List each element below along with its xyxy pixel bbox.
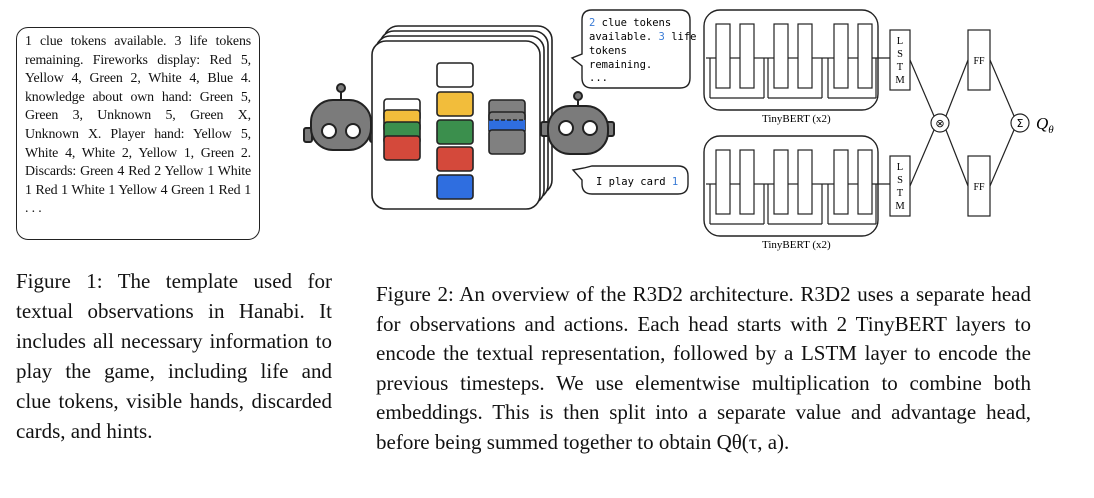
robot-left-icon <box>303 83 379 151</box>
figure1-caption: Figure 1: The template used for textual … <box>16 269 332 443</box>
tinybert-block-observation <box>703 9 890 111</box>
svg-text:T: T <box>897 62 904 73</box>
svg-text:L: L <box>897 36 903 47</box>
svg-text:Σ: Σ <box>1017 117 1024 130</box>
svg-text:M: M <box>895 75 905 86</box>
speech-bubble-action: I play card 1 <box>571 165 689 195</box>
fireworks-cards <box>436 62 474 200</box>
ff-block-value: FF <box>967 29 991 91</box>
observation-template-box: 1 clue tokens available. 3 life tokens r… <box>16 27 260 240</box>
observation-text: 1 clue tokens available. 3 life tokens r… <box>25 34 251 217</box>
sum-node: Σ <box>1010 113 1030 133</box>
speech-bottom-text: I play card 1 <box>596 176 678 188</box>
svg-text:L: L <box>897 162 903 173</box>
speech-bubble-observation: 2 clue tokens available. 3 life tokens r… <box>570 9 696 89</box>
svg-text:FF: FF <box>973 56 985 67</box>
q-theta-label: Qθ <box>1036 114 1054 136</box>
lstm-block-bottom: L S T M <box>889 155 911 217</box>
robot-right-icon <box>540 91 615 155</box>
r3d2-architecture-diagram: 2 clue tokens available. 3 life tokens r… <box>303 9 1054 251</box>
speech-top-line1: 2 clue tokens <box>589 17 671 29</box>
svg-text:FF: FF <box>973 182 985 193</box>
svg-text:S: S <box>897 49 903 60</box>
speech-top-line5: ... <box>589 72 608 84</box>
player-hand-cards <box>383 98 421 161</box>
svg-text:⊗: ⊗ <box>935 117 944 130</box>
svg-text:M: M <box>895 201 905 212</box>
svg-text:T: T <box>897 188 904 199</box>
speech-top-line3: tokens <box>589 45 627 57</box>
tinybert-bottom-label: TinyBERT (x2) <box>762 239 831 251</box>
figure2-caption: Figure 2: An overview of the R3D2 archit… <box>376 282 1031 454</box>
tinybert-top-label: TinyBERT (x2) <box>762 113 831 125</box>
speech-top-line2: available. 3 life <box>589 31 696 43</box>
ff-block-advantage: FF <box>967 155 991 217</box>
game-board-stack <box>371 25 553 210</box>
own-hand-cards <box>488 99 526 155</box>
tinybert-block-action <box>703 135 890 237</box>
lstm-block-top: L S T M <box>889 29 911 91</box>
elementwise-multiply-node: ⊗ <box>930 113 950 133</box>
speech-top-line4: remaining. <box>589 59 652 71</box>
svg-text:S: S <box>897 175 903 186</box>
